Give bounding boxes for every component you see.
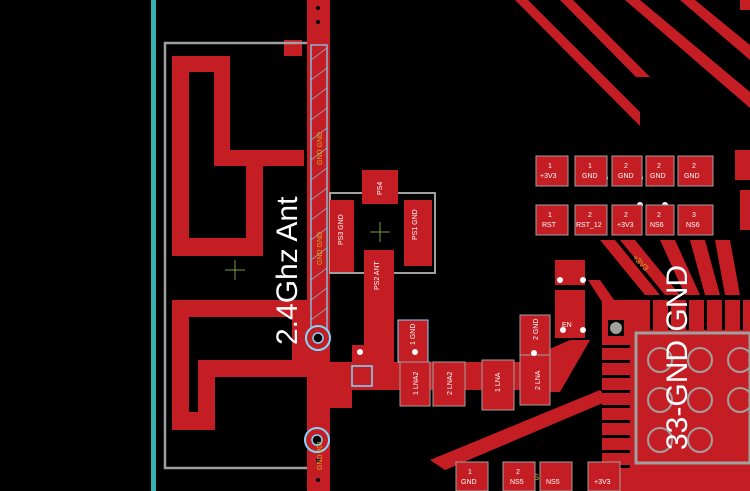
svg-text:GND: GND: [684, 173, 700, 180]
stripe-label-top: GND GND: [317, 132, 324, 165]
pad-lna-b-label: 2 LNA: [535, 370, 542, 390]
pad-lna2-a[interactable]: [399, 361, 431, 407]
via-bottom[interactable]: [304, 427, 330, 453]
svg-text:NS6: NS6: [650, 222, 664, 229]
pad-lna2-b[interactable]: [432, 361, 466, 407]
pad-gnd-right-label: 2 GND: [533, 319, 540, 340]
pad-ps4-label: PS4: [377, 182, 384, 195]
pad-lna-b[interactable]: [519, 354, 551, 406]
pad-ps1[interactable]: [404, 200, 432, 266]
stripe-label-middle: GND GND: [317, 232, 324, 265]
pad-ps3-label: PS3 GND: [338, 214, 345, 245]
ic-label: 33-GND GND: [661, 265, 694, 450]
svg-text:GND: GND: [650, 173, 666, 180]
pad-ps4[interactable]: [362, 170, 398, 204]
svg-text:+3V3: +3V3: [594, 479, 611, 486]
board-edge-line: [151, 0, 156, 491]
header-row-2-labels: 1 RST 2 RST_12 2 +3V3 2 NS6 3 NS6: [542, 212, 700, 229]
via-top[interactable]: [305, 325, 331, 351]
svg-text:+3V3: +3V3: [617, 222, 634, 229]
bottom-pads[interactable]: [455, 461, 621, 491]
pad-ps3[interactable]: [330, 200, 354, 272]
antenna-label: 2.4Ghz Ant: [271, 196, 304, 345]
svg-text:1: 1: [548, 163, 552, 170]
svg-text:2: 2: [624, 212, 628, 219]
net-label-ns5: NS5: [528, 473, 544, 482]
antenna-meander[interactable]: [172, 20, 308, 430]
svg-text:1: 1: [588, 163, 592, 170]
svg-text:GND: GND: [461, 479, 477, 486]
pad-gnd-right[interactable]: [519, 314, 551, 356]
rf-junction: [351, 365, 373, 387]
svg-text:2: 2: [657, 163, 661, 170]
pad-lna-a-label: 1 LNA: [495, 372, 502, 392]
svg-text:NS6: NS6: [686, 222, 700, 229]
ground-stripe-hatch: [310, 47, 328, 321]
header-row-1-labels: 1 +3V3 1 GND 2 GND 2 GND 2 GND: [540, 163, 700, 180]
svg-text:2: 2: [692, 163, 696, 170]
svg-text:RST: RST: [542, 222, 557, 229]
svg-text:2: 2: [588, 212, 592, 219]
svg-text:RST_12: RST_12: [576, 222, 602, 229]
header-row-2[interactable]: [535, 204, 714, 236]
ic-thermal-vias: [647, 347, 750, 453]
svg-text:GND: GND: [582, 173, 598, 180]
svg-text:1: 1: [548, 212, 552, 219]
header-row-1[interactable]: [535, 155, 714, 187]
ic-thermal-pad[interactable]: [634, 331, 750, 465]
via-label: GND 201: [317, 441, 324, 470]
pad-lna2-a-label: 1 LNA2: [413, 372, 420, 395]
pad-lna2-b-label: 2 LNA2: [447, 372, 454, 395]
pad-lna-a[interactable]: [481, 359, 515, 411]
antenna-silkscreen: [163, 41, 310, 470]
ic-pin-gaps: [602, 300, 743, 468]
svg-text:+3V3: +3V3: [540, 173, 557, 180]
top-right-traces: [515, 0, 750, 230]
svg-text:1: 1: [468, 469, 472, 476]
pad-ps2-label: PS2 ANT: [374, 260, 381, 290]
en-label: EN: [562, 322, 572, 329]
pad-gnd-small-label: 1 GND: [410, 324, 417, 345]
svg-text:2: 2: [624, 163, 628, 170]
pad-gnd-small[interactable]: [397, 319, 429, 363]
origin-markers: [225, 222, 390, 280]
svg-text:2: 2: [516, 469, 520, 476]
ic-pin1-dot: [610, 322, 622, 334]
chip-fanout: [430, 240, 740, 470]
pad-ps1-label: PS1 GND: [412, 209, 419, 240]
svg-text:2: 2: [657, 212, 661, 219]
svg-text:3: 3: [692, 212, 696, 219]
bottom-pads-labels: 1 GND 2 NS5 NS5 +3V3: [461, 469, 611, 486]
svg-text:GND: GND: [618, 173, 634, 180]
svg-text:NS5: NS5: [510, 479, 524, 486]
small-pads: [555, 260, 585, 338]
svg-text:NS5: NS5: [546, 479, 560, 486]
